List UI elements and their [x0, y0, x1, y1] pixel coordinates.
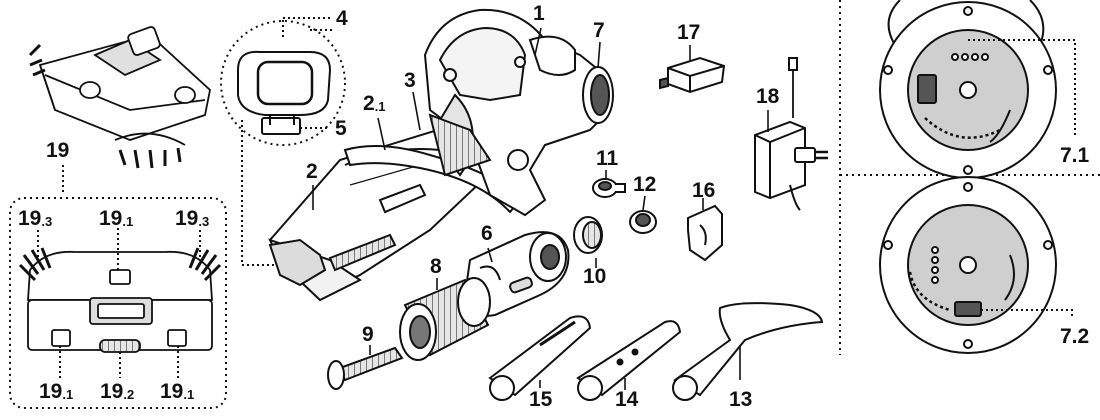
label-19-1-left: 19.1 — [39, 380, 74, 403]
nozzle-detail-box — [9, 197, 227, 409]
charger-part-18 — [754, 57, 828, 211]
label-15: 15 — [529, 388, 553, 411]
cap-part-12 — [629, 195, 657, 234]
motor-detail-7-1 — [879, 0, 1076, 179]
label-2: 2 — [306, 160, 318, 183]
label-7-2: 7.2 — [1060, 325, 1090, 348]
battery-part-17 — [659, 45, 726, 94]
leader-lines-main — [312, 27, 601, 210]
label-12: 12 — [633, 173, 657, 196]
label-1: 1 — [533, 2, 545, 25]
label-6: 6 — [481, 222, 493, 245]
clip-part-16 — [687, 198, 723, 262]
label-4: 4 — [336, 7, 348, 30]
label-3: 3 — [404, 69, 416, 92]
label-10: 10 — [583, 265, 607, 288]
label-17: 17 — [677, 21, 701, 44]
tube-part-14 — [576, 320, 682, 401]
label-7: 7 — [593, 19, 605, 42]
label-9: 9 — [362, 323, 374, 346]
label-19-1-top: 19.1 — [99, 207, 134, 230]
label-19: 19 — [46, 139, 70, 162]
label-8: 8 — [430, 255, 442, 278]
nozzle-part-19 — [28, 26, 211, 169]
label-5: 5 — [335, 117, 347, 140]
label-19-3-right: 19.3 — [175, 207, 210, 230]
handle-part-13 — [672, 302, 824, 401]
label-18: 18 — [756, 85, 780, 108]
tube-part-15 — [488, 315, 592, 401]
label-19-3-left: 19.3 — [18, 207, 53, 230]
label-14: 14 — [615, 388, 639, 411]
label-19-1-right: 19.1 — [160, 380, 195, 403]
motor-unit-part-1 — [423, 8, 614, 217]
brush-ring-part-10 — [573, 216, 603, 268]
right-panel-dividers — [839, 0, 1100, 355]
motor-detail-7-2 — [879, 176, 1073, 354]
label-11: 11 — [596, 147, 619, 170]
label-16: 16 — [692, 179, 716, 202]
cap-part-11 — [592, 170, 626, 198]
label-19-2: 19.2 — [100, 380, 135, 403]
crevice-adapter-part-6 — [463, 231, 570, 317]
label-7-1: 7.1 — [1060, 144, 1090, 167]
spindle-part-9 — [327, 345, 404, 390]
label-13: 13 — [729, 388, 753, 411]
label-2-1: 2.1 — [363, 92, 386, 115]
filter-part-8 — [399, 277, 491, 361]
